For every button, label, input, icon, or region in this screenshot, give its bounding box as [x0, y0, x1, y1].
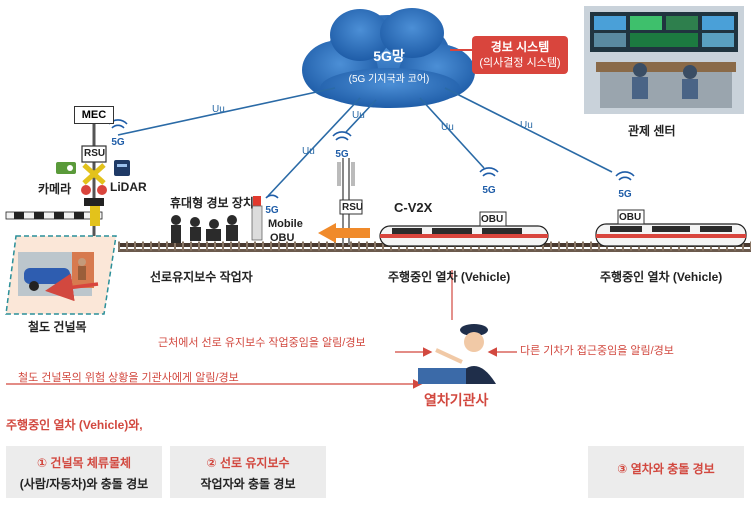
- mobile-label: Mobile: [268, 218, 303, 230]
- crossing-label: 철도 건널목: [28, 320, 87, 334]
- train-middle-label: 주행중인 열차 (Vehicle): [388, 270, 511, 284]
- train-right-label: 주행중인 열차 (Vehicle): [600, 270, 723, 284]
- 5g-badge-rsu: 5G: [335, 149, 349, 160]
- cv2x-label: C-V2X: [394, 200, 433, 215]
- intro-text: 주행중인 열차 (Vehicle)와,: [6, 418, 143, 432]
- workers-label: 선로유지보수 작업자: [150, 270, 253, 284]
- network-label: 5G망 (5G 기지국과 코어): [330, 46, 448, 85]
- warning-system-box: 경보 시스템 (의사결정 시스템): [472, 36, 568, 74]
- network-subtitle: (5G 기지국과 코어): [348, 74, 430, 85]
- case-box-1: ① 건널목 체류물체 (사람/자동차)와 충돌 경보: [6, 446, 162, 498]
- rsu-pole-right: [337, 158, 363, 245]
- engineer-label: 열차기관사: [424, 392, 489, 408]
- work-alert-message: 근처에서 선로 유지보수 작업중임을 알림/경보: [158, 337, 366, 349]
- case-box-3: ③ 열차와 충돌 경보: [588, 446, 744, 498]
- crossing-scene: [5, 235, 117, 315]
- obu-label-portable: OBU: [270, 232, 295, 244]
- uu-label-5: Uu: [520, 120, 533, 131]
- lidar-icon: [114, 160, 130, 176]
- 5g-badge-portable: 5G: [265, 205, 279, 216]
- uu-label-2: Uu: [302, 146, 315, 157]
- control-center-image: [584, 6, 744, 114]
- cloud-5g-network: [302, 8, 475, 108]
- case-1-line1: ① 건널목 체류물체: [36, 456, 132, 470]
- case-2-line2: 작업자와 충돌 경보: [200, 477, 296, 491]
- rsu-left-label: RSU: [84, 148, 106, 159]
- case-box-2: ② 선로 유지보수 작업자와 충돌 경보: [170, 446, 326, 498]
- portable-device-label: 휴대형 경보 장치: [170, 196, 254, 210]
- uu-label-3: Uu: [352, 110, 365, 121]
- lidar-label: LiDAR: [110, 180, 147, 194]
- case-3-line1: ③ 열차와 충돌 경보: [617, 462, 715, 476]
- 5g-badge-mec: 5G: [111, 137, 125, 148]
- 5g-badge-train-middle: 5G: [482, 185, 496, 196]
- control-center-label: 관제 센터: [628, 124, 676, 138]
- network-title: 5G망: [373, 48, 405, 64]
- train-engineer-figure: [418, 324, 496, 384]
- alert-arrows: [6, 270, 517, 389]
- warning-system-subtitle: (의사결정 시스템): [479, 57, 561, 69]
- orange-arrow: [318, 223, 370, 243]
- rsu-pole-left: [5, 120, 107, 238]
- uu-links: [117, 87, 613, 197]
- mec-box: MEC: [74, 106, 114, 124]
- obu-label-train-right: OBU: [619, 212, 642, 223]
- train-middle: [379, 211, 549, 247]
- train-alert-message: 다른 기차가 접근중임을 알림/경보: [520, 345, 674, 357]
- camera-icon: [56, 162, 76, 174]
- portable-alarm-device: [251, 196, 263, 241]
- obu-label-train-middle: OBU: [481, 214, 504, 225]
- camera-label: 카메라: [38, 182, 72, 196]
- maintenance-workers: [171, 215, 238, 243]
- crossing-alert-message: 철도 건널목의 위험 상황을 기관사에게 알림/경보: [18, 372, 239, 384]
- uu-label-1: Uu: [212, 104, 225, 115]
- 5g-badge-train-right: 5G: [618, 189, 632, 200]
- case-1-line2: (사람/자동차)와 충돌 경보: [19, 477, 149, 491]
- uu-label-4: Uu: [441, 122, 454, 133]
- warning-system-title: 경보 시스템: [490, 40, 550, 54]
- rsu-right-label: RSU: [342, 202, 364, 213]
- 5g-signal-icons: [108, 119, 635, 199]
- train-right: [595, 209, 747, 247]
- case-2-line1: ② 선로 유지보수: [206, 456, 290, 470]
